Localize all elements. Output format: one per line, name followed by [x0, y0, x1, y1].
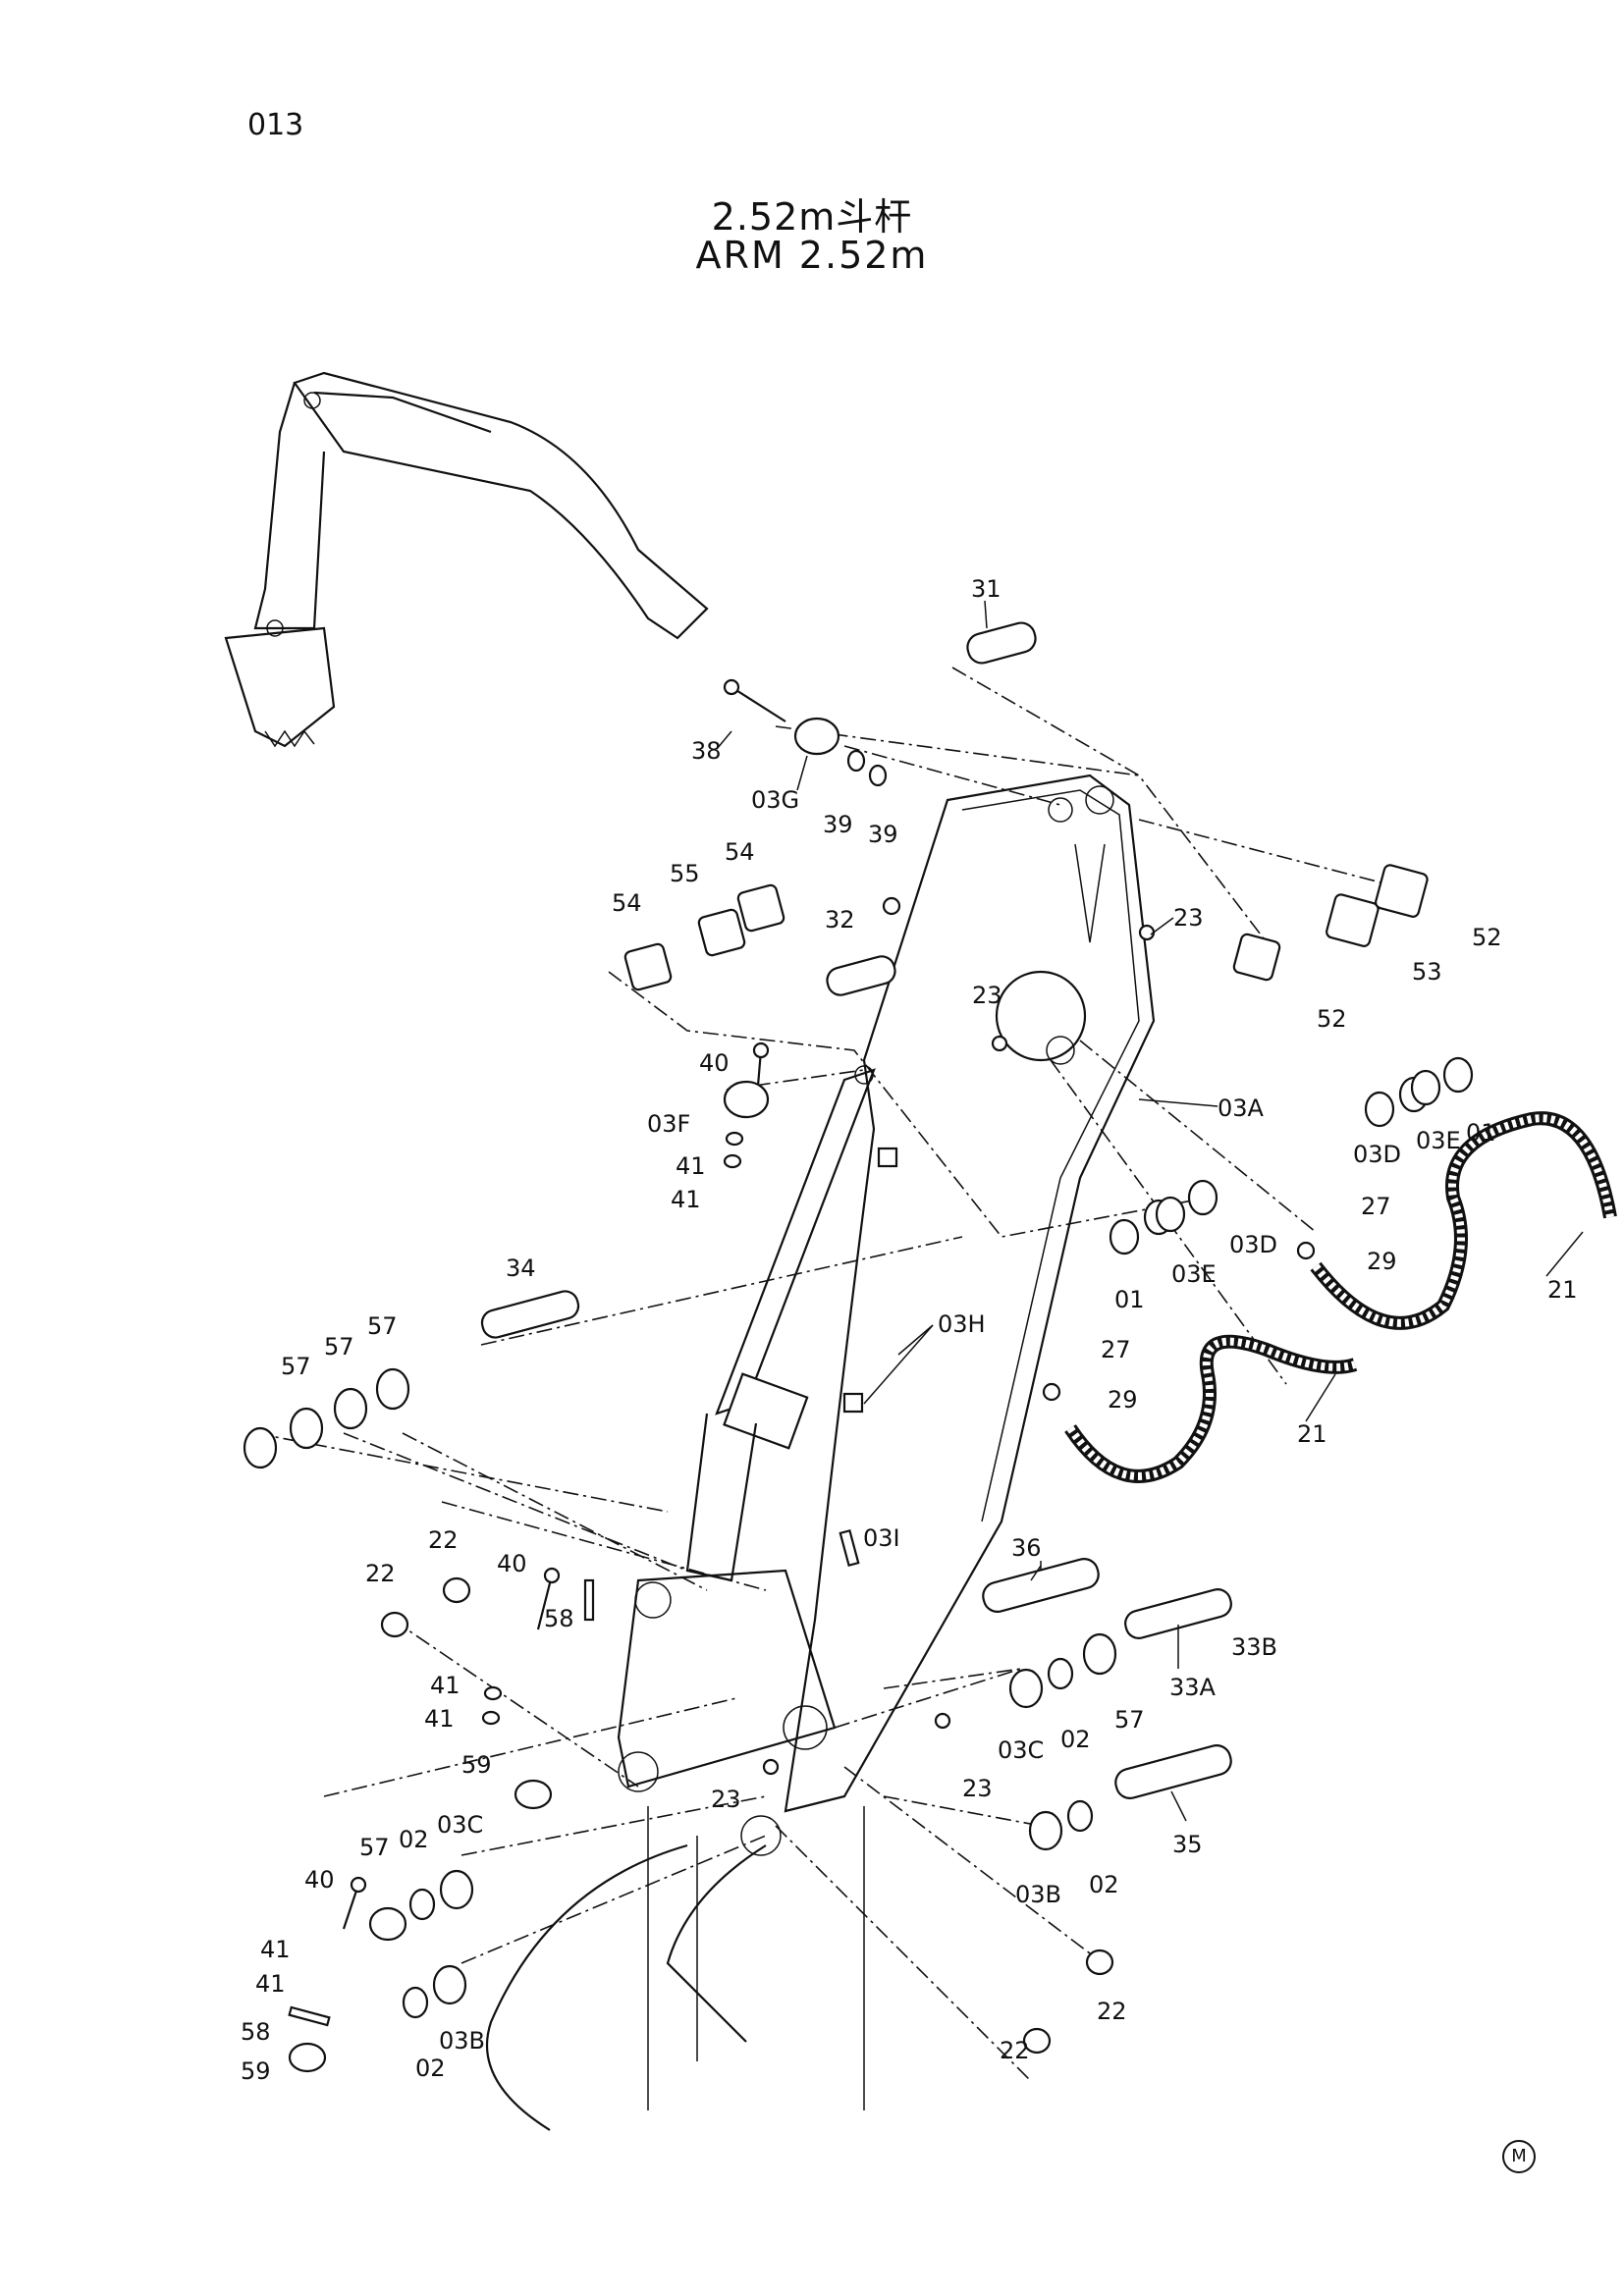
label-36: 36 — [1011, 1534, 1042, 1562]
label-29-a: 29 — [1367, 1248, 1397, 1275]
label-22-b: 22 — [428, 1526, 459, 1554]
label-03D-a: 03D — [1353, 1141, 1401, 1168]
page-number: 013 — [247, 108, 304, 142]
label-03C-b: 03C — [437, 1811, 483, 1839]
pin-31 — [966, 621, 1037, 665]
label-52-b: 52 — [1317, 1005, 1347, 1033]
pin-58-upper — [583, 1578, 595, 1622]
label-03G: 03G — [751, 786, 799, 814]
label-39-a: 39 — [823, 811, 853, 838]
pin-32 — [826, 955, 896, 996]
arm-cylinder — [685, 1065, 876, 1582]
arm-structure — [784, 774, 1156, 1813]
label-22-c: 22 — [1000, 2037, 1030, 2064]
bolt-40-middle — [536, 1567, 561, 1630]
label-57-b: 57 — [324, 1333, 354, 1361]
title-english: ARM 2.52m — [695, 234, 929, 277]
part-labels: 31 38 03G 39 39 54 55 54 32 23 23 52 53 … — [241, 575, 1578, 2085]
label-33A: 33A — [1169, 1674, 1217, 1701]
label-33B: 33B — [1231, 1633, 1277, 1661]
label-54-a: 54 — [612, 889, 642, 917]
label-59-a: 59 — [461, 1751, 492, 1779]
label-35: 35 — [1172, 1831, 1203, 1858]
excavator-overview-inset — [224, 371, 709, 748]
pins — [288, 621, 1232, 2027]
label-59-b: 59 — [241, 2057, 271, 2085]
label-01-a: 01 — [1466, 1119, 1496, 1147]
bolt-38 — [723, 678, 786, 722]
label-02-d: 02 — [415, 2055, 446, 2082]
label-31: 31 — [971, 575, 1001, 603]
label-55: 55 — [670, 860, 700, 887]
label-23-d: 23 — [962, 1775, 993, 1802]
pin-33A — [1124, 1588, 1232, 1639]
label-03C-a: 03C — [998, 1736, 1044, 1764]
label-02-c: 02 — [1089, 1871, 1119, 1898]
label-57-c: 57 — [367, 1312, 398, 1340]
label-02-a: 02 — [1060, 1726, 1091, 1753]
label-03F: 03F — [647, 1110, 690, 1138]
bolt-40-lower — [342, 1876, 367, 1930]
label-03B-b: 03B — [439, 2027, 485, 2055]
label-52-a: 52 — [1472, 924, 1502, 951]
pin-34 — [480, 1290, 580, 1339]
label-23-a: 23 — [1173, 904, 1204, 932]
hydraulic-hoses — [1064, 1111, 1617, 1483]
label-57-a: 57 — [281, 1353, 311, 1380]
label-40-b: 40 — [497, 1550, 527, 1577]
label-29-b: 29 — [1108, 1386, 1138, 1414]
label-03E-a: 03E — [1416, 1127, 1461, 1154]
label-27-b: 27 — [1101, 1336, 1131, 1363]
label-41-f: 41 — [255, 1970, 286, 1998]
label-21-b: 21 — [1297, 1420, 1327, 1448]
label-41-c: 41 — [430, 1672, 460, 1699]
label-23-b: 23 — [972, 982, 1002, 1009]
label-41-d: 41 — [424, 1705, 455, 1733]
label-58-a: 58 — [544, 1605, 574, 1632]
label-23-c: 23 — [711, 1786, 741, 1813]
bushing-03F — [723, 1080, 770, 1119]
pin-58-lower — [288, 2005, 331, 2027]
bushing-03G — [793, 717, 840, 756]
rings-and-bushings — [243, 717, 1474, 2073]
label-03I: 03I — [863, 1524, 900, 1552]
label-38: 38 — [691, 737, 722, 765]
label-03E-b: 03E — [1171, 1260, 1217, 1288]
label-02-b: 02 — [399, 1826, 429, 1853]
callout-leaders — [716, 600, 1584, 1822]
title-chinese: 2.52m斗杆 — [711, 195, 913, 239]
label-03B-a: 03B — [1015, 1881, 1061, 1908]
label-41-e: 41 — [260, 1936, 291, 1963]
label-40-c: 40 — [304, 1866, 335, 1894]
label-57-e: 57 — [359, 1834, 390, 1861]
label-21-a: 21 — [1547, 1276, 1578, 1304]
label-40-a: 40 — [699, 1049, 730, 1077]
label-03D-b: 03D — [1229, 1231, 1277, 1258]
label-57-d: 57 — [1114, 1706, 1145, 1734]
bucket-linkage — [485, 1569, 865, 2131]
assembly-leader-lines — [254, 667, 1385, 2082]
label-53: 53 — [1412, 958, 1442, 986]
label-54-b: 54 — [725, 838, 755, 866]
label-58-b: 58 — [241, 2018, 271, 2046]
label-03A: 03A — [1218, 1095, 1265, 1122]
label-34: 34 — [506, 1255, 536, 1282]
label-41-b: 41 — [671, 1186, 701, 1213]
label-22-a: 22 — [365, 1560, 396, 1587]
label-39-b: 39 — [868, 821, 898, 848]
pin-35 — [1114, 1744, 1232, 1799]
trademark-circle-mark: M — [1502, 2140, 1536, 2173]
label-41-a: 41 — [676, 1152, 706, 1180]
label-01-b: 01 — [1114, 1286, 1145, 1313]
label-27-a: 27 — [1361, 1193, 1391, 1220]
label-32: 32 — [825, 906, 855, 934]
label-03H: 03H — [938, 1310, 986, 1338]
label-22-d: 22 — [1097, 1998, 1127, 2025]
